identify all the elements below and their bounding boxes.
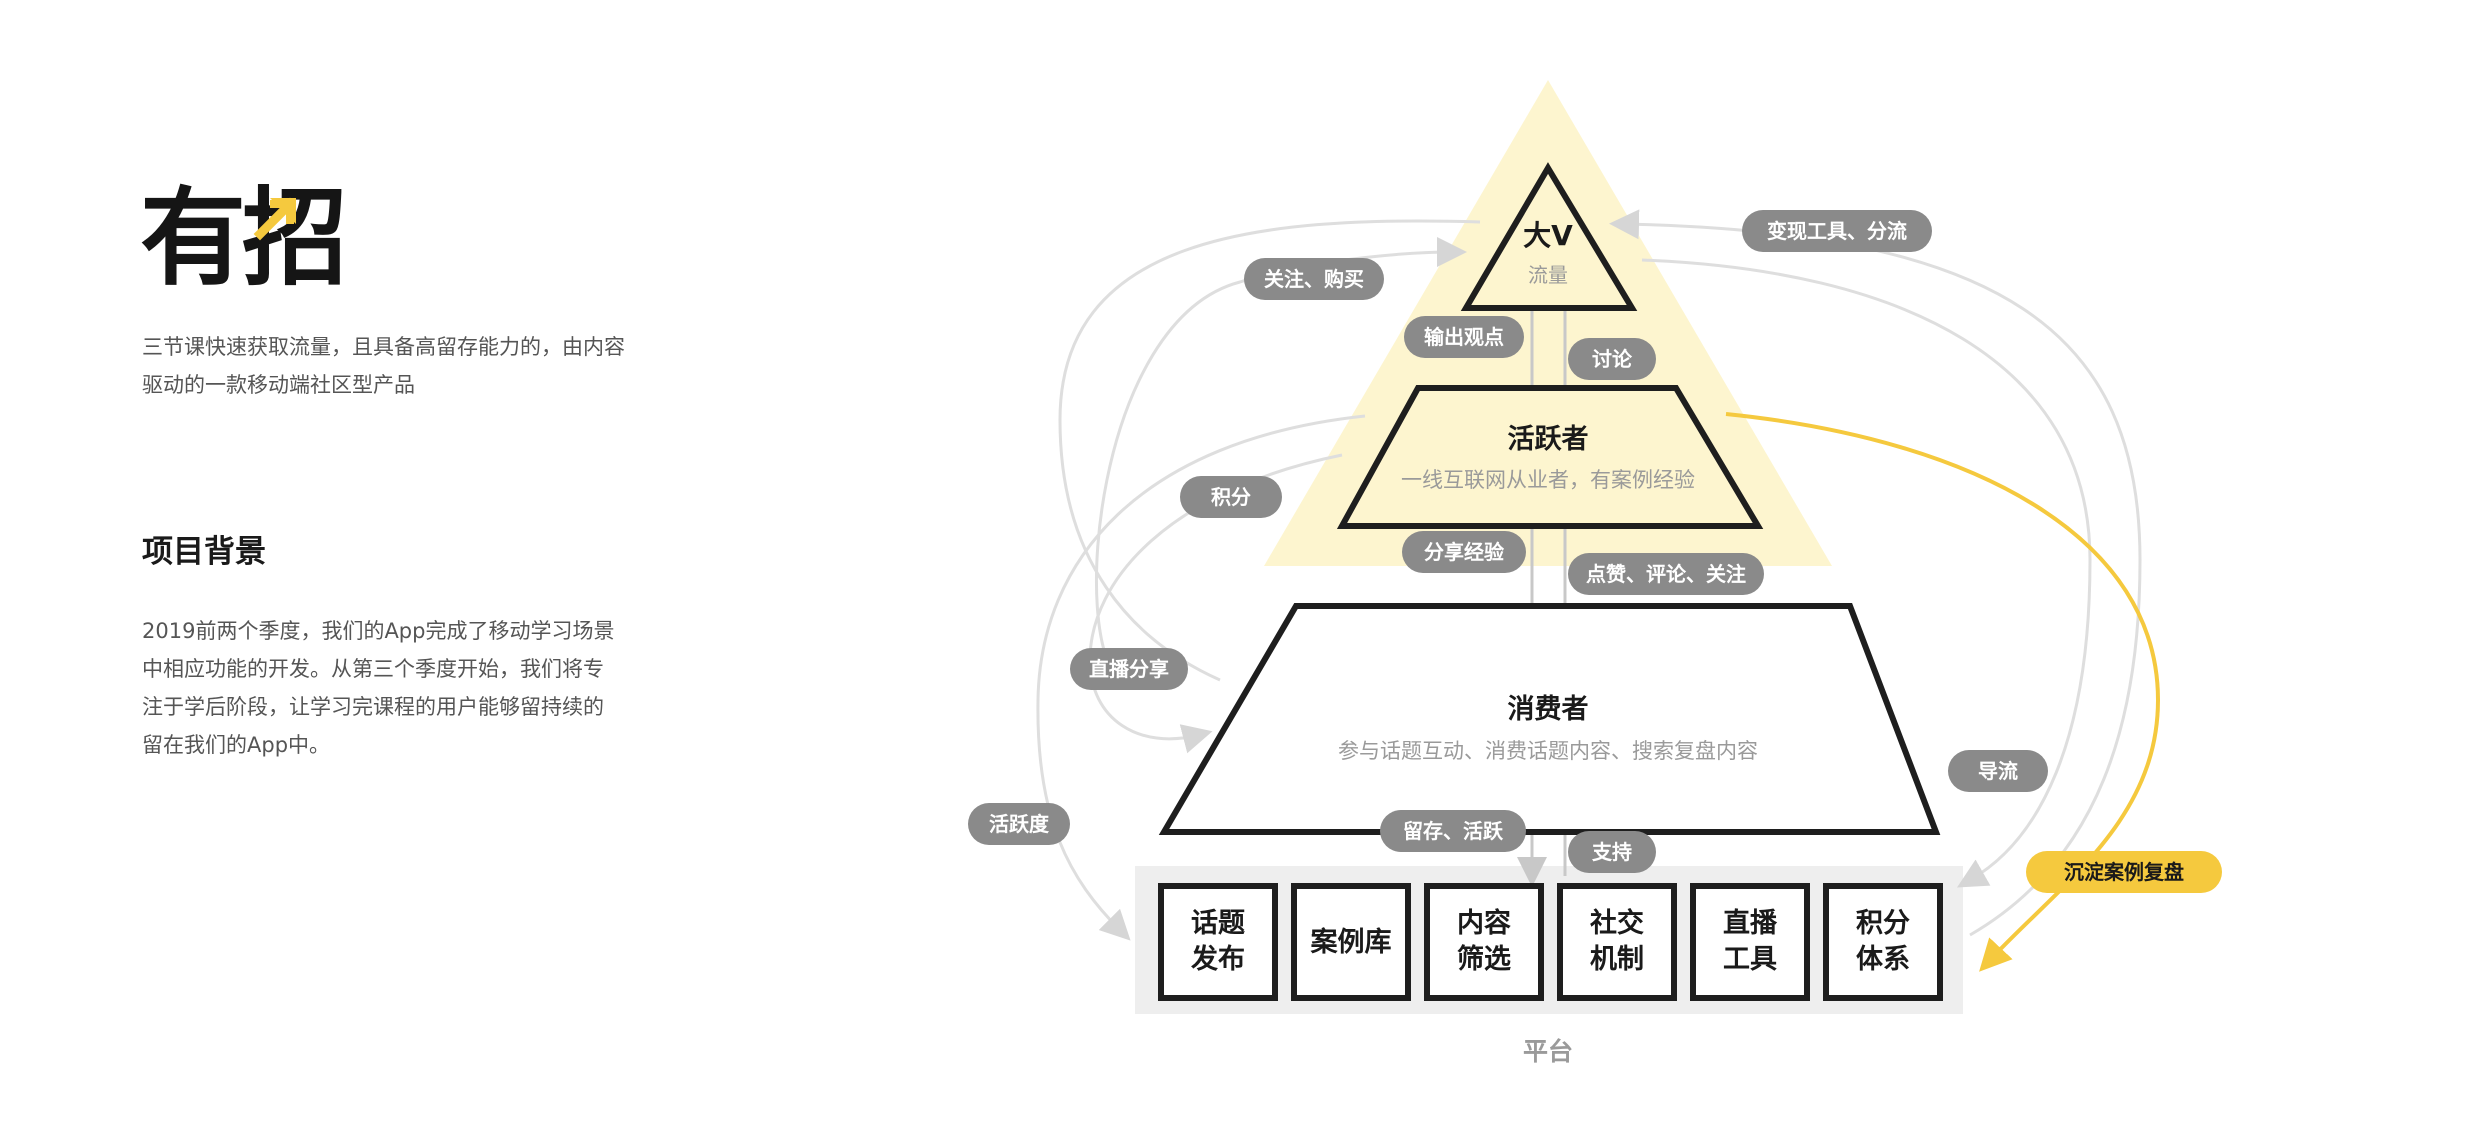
body-line: 留在我们的App中。 [142,733,331,757]
label-follow-buy: 关注、购买 [1264,267,1364,291]
label-pill [1180,476,1282,518]
section-body: 2019前两个季度，我们的App完成了移动学习场景 中相应功能的开发。从第三个季… [142,612,662,764]
label-points: 积分 [1211,485,1251,509]
label-pill [1742,210,1932,252]
module-label: 工具 [1723,944,1777,975]
module-label: 体系 [1856,944,1910,975]
tier-top-subtitle: 流量 [1528,263,1568,287]
label-divert: 导流 [1978,759,2018,783]
module-label: 筛选 [1457,943,1511,975]
left-panel: 有招 三节课快速获取流量，且具备高留存能力的，由内容 驱动的一款移动端社区型产品… [0,0,820,1138]
label-monetize: 变现工具、分流 [1767,219,1907,243]
tier-middle-shape [1336,385,1764,529]
section-title: 项目背景 [142,534,266,570]
label-pill [1404,316,1524,358]
module-label: 话题 [1191,908,1245,939]
label-pill-accent [2026,851,2222,893]
intro-line: 三节课快速获取流量，且具备高留存能力的，由内容 [142,335,625,359]
flow-curve [1036,414,1366,941]
module-box [1823,883,1943,1001]
label-support: 支持 [1592,840,1632,864]
flow-curve [1058,219,1481,682]
platform-modules: 话题 发布 案例库 内容 筛选 社交 机制 直播 工具 积分 体系 [1158,883,1943,1001]
tier-middle-title: 活跃者 [1508,424,1589,455]
label-output-views: 输出观点 [1424,325,1504,349]
module-box [1158,883,1278,1001]
platform-label: 平台 [1523,1037,1573,1066]
label-pill [1568,831,1656,873]
logo-arrow-icon [253,197,297,241]
flow-curve [1641,258,2092,888]
module-label: 积分 [1856,908,1910,939]
module-box [1291,883,1411,1001]
tier-bottom-title: 消费者 [1508,694,1589,725]
label-pill [1380,810,1526,852]
body-line: 注于学后阶段，让学习完课程的用户能够留持续的 [142,695,604,719]
label-activity: 活跃度 [989,812,1050,836]
label-like-comment: 点赞、评论、关注 [1586,562,1746,586]
flow-curves [1036,209,2142,941]
label-pill [1568,338,1656,380]
tier-top-title: 大V [1523,219,1573,252]
label-pill [1568,553,1764,595]
tier-top-shape [1460,162,1638,311]
tier-bottom-subtitle: 参与话题互动、消费话题内容、搜索复盘内容 [1338,739,1758,763]
label-pill [968,803,1070,845]
module-label: 社交 [1590,907,1644,939]
brand-logo: 有招 [140,177,348,300]
label-pill [1402,531,1526,573]
flow-curve [1609,209,2142,937]
module-box [1557,883,1677,1001]
label-accumulate: 沉淀案例复盘 [2064,860,2184,884]
intro-line: 驱动的一款移动端社区型产品 [142,373,415,397]
module-label: 直播 [1723,908,1778,939]
label-retention: 留存、活跃 [1403,819,1504,843]
module-box [1690,883,1810,1001]
pill-labels: 关注、购买 变现工具、分流 输出观点 讨论 积分 分享经验 点赞、评论、关注 直… [968,210,2222,893]
module-label: 案例库 [1310,926,1392,958]
label-discuss: 讨论 [1592,347,1633,371]
label-pill [1948,750,2048,792]
tier-middle-subtitle: 一线互联网从业者，有案例经验 [1401,468,1695,492]
tier-bottom-shape [1158,603,1941,835]
label-pill [1070,648,1188,690]
body-line: 中相应功能的开发。从第三个季度开始，我们将专 [142,657,604,681]
label-pill [1244,258,1384,300]
module-label: 机制 [1590,944,1644,975]
body-line: 2019前两个季度，我们的App完成了移动学习场景 [142,619,615,643]
intro-text: 三节课快速获取流量，且具备高留存能力的，由内容 驱动的一款移动端社区型产品 [142,328,662,404]
label-share-exp: 分享经验 [1424,540,1504,564]
flow-curve [1095,237,1467,682]
module-box [1424,883,1544,1001]
module-label: 发布 [1190,943,1245,975]
module-label: 内容 [1457,907,1511,939]
label-live-share: 直播分享 [1089,657,1169,681]
